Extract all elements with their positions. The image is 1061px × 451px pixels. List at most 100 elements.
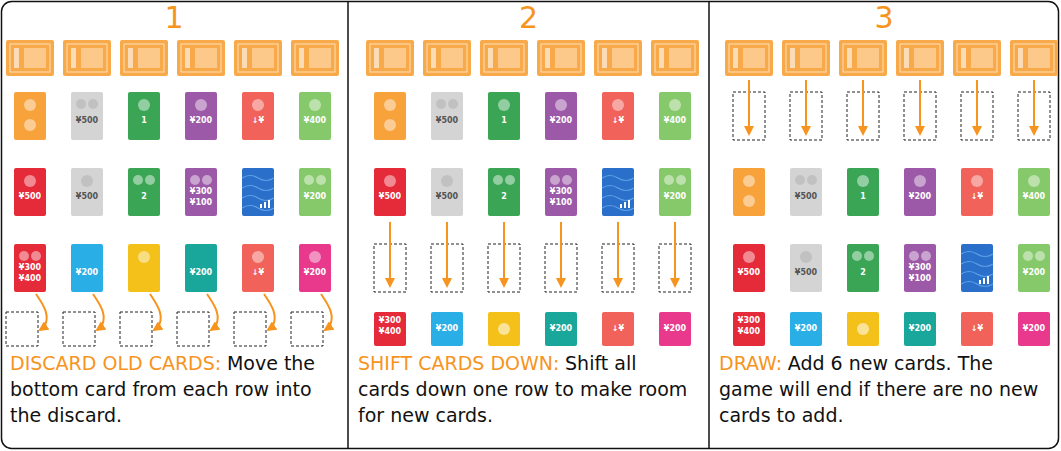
card-value: ¥200 — [789, 324, 823, 334]
game-card — [847, 244, 879, 292]
card-value: ¥500 — [789, 268, 823, 278]
game-card — [299, 244, 331, 292]
card-value: ¥500 — [430, 116, 464, 126]
game-card — [545, 312, 577, 346]
game-card — [602, 312, 634, 346]
game-card — [374, 92, 406, 140]
card-value: ↓¥ — [241, 116, 275, 126]
move-arrow — [446, 222, 448, 286]
step-description: DISCARD OLD CARDS:Move the bottom card f… — [10, 350, 340, 428]
move-arrow — [36, 294, 47, 330]
card-value: ¥200 — [903, 324, 937, 334]
game-card — [128, 168, 160, 216]
game-card — [14, 244, 46, 292]
game-card — [733, 312, 765, 346]
deck-card — [291, 40, 339, 76]
game-card — [374, 168, 406, 216]
game-card — [374, 312, 406, 346]
step-heading: DRAW: — [719, 352, 782, 374]
move-arrow — [919, 80, 921, 134]
card-value: ¥200 — [430, 324, 464, 334]
empty-slot — [234, 312, 266, 346]
game-card — [659, 312, 691, 346]
card-value: ¥500 — [373, 192, 407, 202]
game-card — [733, 244, 765, 292]
step-heading: DISCARD OLD CARDS: — [10, 352, 221, 374]
card-value: ¥400 — [1017, 192, 1051, 202]
deck-card — [537, 40, 585, 76]
step-description: DRAW:Add 6 new cards. The game will end … — [719, 350, 1049, 428]
move-arrow — [389, 222, 391, 286]
game-card — [185, 92, 217, 140]
card-value: ¥200 — [1017, 268, 1051, 278]
move-arrow — [503, 222, 505, 286]
card-value: ¥300 — [373, 316, 407, 326]
move-arrow — [674, 222, 676, 286]
empty-slot — [6, 312, 38, 346]
panel-divider — [708, 2, 710, 449]
card-value: ¥200 — [1017, 324, 1051, 334]
card-value: ¥200 — [184, 116, 218, 126]
card-value: ¥100 — [184, 198, 218, 208]
game-card — [488, 312, 520, 346]
step-number: 1 — [0, 0, 348, 36]
game-card — [733, 168, 765, 216]
game-card — [545, 168, 577, 216]
game-card — [904, 168, 936, 216]
card-value: ¥300 — [13, 263, 47, 273]
step-panel: 3DRAW:Add 6 new cards. The game will end… — [709, 0, 1059, 451]
step-description: SHIFT CARDS DOWN:Shift all cards down on… — [358, 350, 688, 428]
game-card — [1018, 244, 1050, 292]
deck-card — [423, 40, 471, 76]
card-value: ↓¥ — [601, 116, 635, 126]
card-value: ¥500 — [70, 116, 104, 126]
game-card — [14, 168, 46, 216]
game-card — [602, 168, 634, 216]
move-arrow — [1033, 80, 1035, 134]
deck-card — [234, 40, 282, 76]
game-card — [790, 312, 822, 346]
card-value: ¥400 — [732, 327, 766, 337]
game-card — [431, 168, 463, 216]
move-arrow — [264, 294, 275, 330]
game-card — [904, 312, 936, 346]
deck-card — [896, 40, 944, 76]
card-value: ↓¥ — [960, 324, 994, 334]
game-card — [545, 92, 577, 140]
game-card — [1018, 312, 1050, 346]
game-card — [659, 92, 691, 140]
card-value: ¥400 — [298, 116, 332, 126]
card-value: ¥300 — [544, 187, 578, 197]
game-card — [242, 92, 274, 140]
game-card — [299, 92, 331, 140]
game-card — [659, 168, 691, 216]
card-value: ¥500 — [732, 268, 766, 278]
deck-card — [120, 40, 168, 76]
deck-card — [839, 40, 887, 76]
game-card — [488, 92, 520, 140]
move-arrow — [560, 222, 562, 286]
deck-card — [953, 40, 1001, 76]
game-card — [242, 168, 274, 216]
move-arrow — [207, 294, 218, 330]
card-value: ¥500 — [789, 192, 823, 202]
card-value: ↓¥ — [601, 324, 635, 334]
game-card — [431, 92, 463, 140]
game-card — [14, 92, 46, 140]
card-value: ¥300 — [732, 316, 766, 326]
game-card — [299, 168, 331, 216]
game-card — [128, 244, 160, 292]
card-value: ¥500 — [430, 192, 464, 202]
card-value: ¥400 — [658, 116, 692, 126]
deck-card — [366, 40, 414, 76]
deck-card — [480, 40, 528, 76]
card-value: 2 — [127, 192, 161, 202]
game-card — [488, 168, 520, 216]
game-card — [71, 168, 103, 216]
deck-card — [6, 40, 54, 76]
card-value: 1 — [846, 192, 880, 202]
panel-divider — [347, 2, 349, 449]
deck-card — [594, 40, 642, 76]
